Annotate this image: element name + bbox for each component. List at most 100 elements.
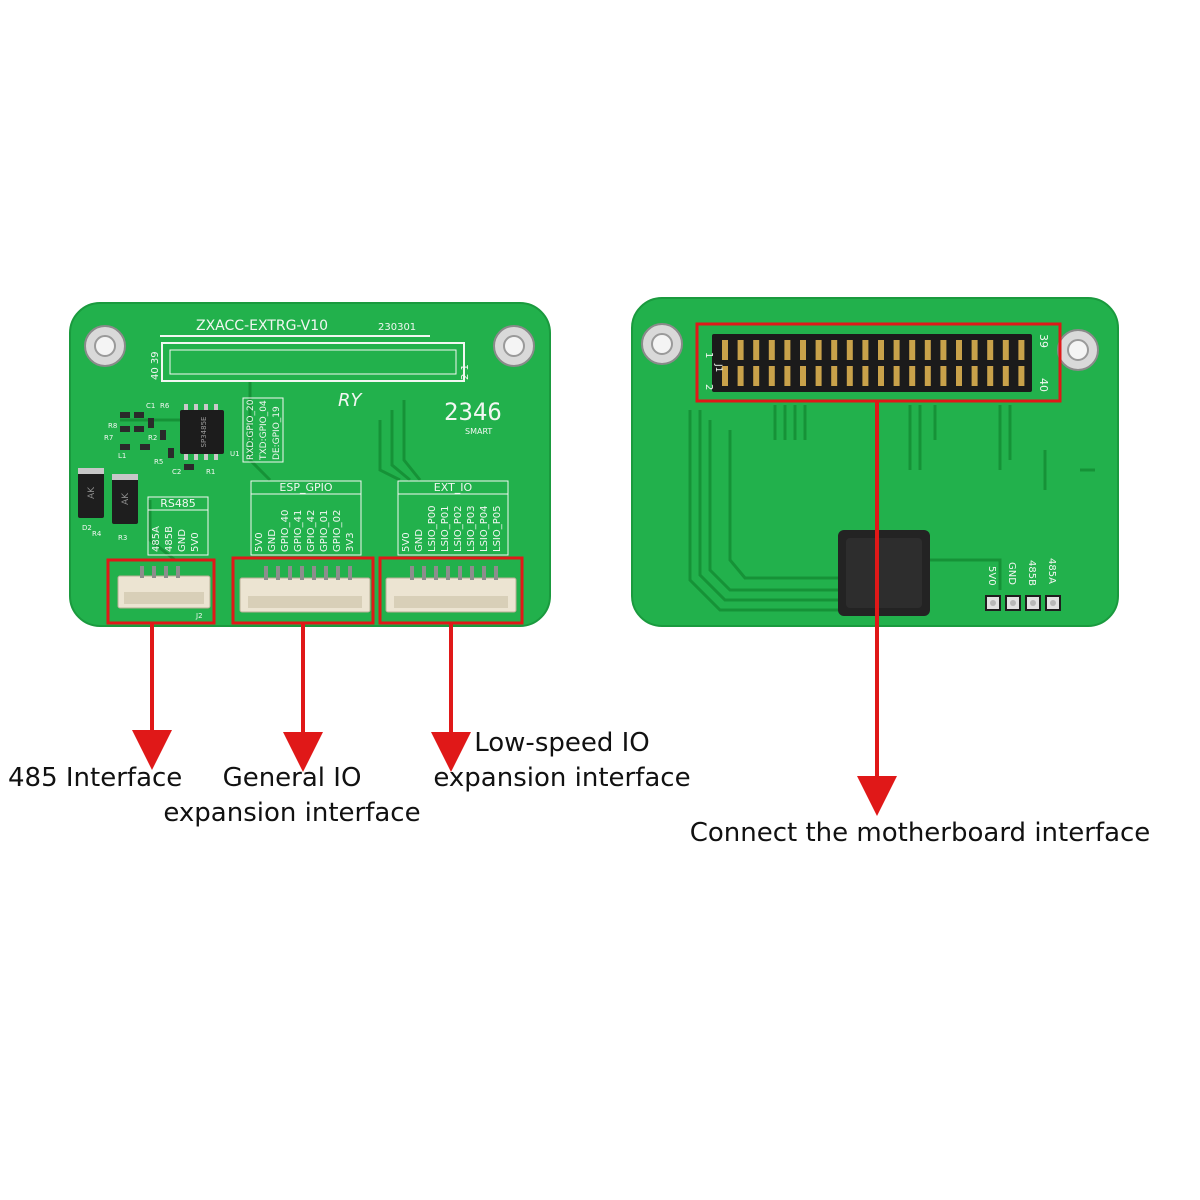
caption-general-io-line1: General IO: [223, 763, 362, 793]
header-pin: [893, 340, 900, 360]
component-refs: C1 R6 R7 R8 R2 L1 R5 R1 C2 U1 D2 R4 R3 J…: [82, 402, 240, 620]
svg-text:485A: 485A: [151, 526, 162, 552]
svg-text:R5: R5: [154, 458, 163, 466]
board-name: ZXACC-EXTRG-V10: [196, 318, 328, 334]
header-pin: [924, 366, 931, 386]
header-pin: [862, 340, 869, 360]
svg-text:5V0: 5V0: [254, 532, 265, 552]
header-pin: [846, 340, 853, 360]
header-pin: [956, 340, 962, 360]
back-black-module: [838, 530, 930, 616]
header-pin: [722, 366, 728, 386]
svg-text:D2: D2: [82, 524, 92, 532]
svg-text:GND: GND: [267, 529, 278, 552]
date-code: 230301: [378, 322, 416, 333]
brand-smart-text: SMART: [465, 427, 492, 436]
header-pin: [909, 340, 916, 360]
back-pads: [985, 595, 1061, 611]
rs485-label-box: RS485 485A 485B GND 5V0: [147, 496, 209, 556]
header-pin: [971, 366, 978, 386]
back-mounting-hole-left: [641, 323, 683, 365]
caption-motherboard-interface: Connect the motherboard interface: [690, 818, 1151, 848]
svg-text:GND: GND: [414, 529, 425, 552]
esp-gpio-label-box: ESP_GPIO 5V0 GND GPIO_40 GPIO_41 GPIO_42…: [250, 480, 362, 556]
diode-right: AK: [112, 474, 138, 524]
diode-left: AK: [78, 468, 104, 518]
svg-text:U1: U1: [230, 450, 240, 458]
svg-text:R1: R1: [206, 468, 215, 476]
svg-text:R7: R7: [104, 434, 113, 442]
header-pin: [893, 366, 900, 386]
header-pin: [753, 340, 760, 360]
svg-text:C2: C2: [172, 468, 181, 476]
ext-io-connector: [385, 566, 517, 613]
rs485-connector: [117, 566, 211, 609]
rs485-highlight-box: [106, 558, 216, 625]
header-pin-1-label: 1: [703, 352, 714, 358]
ry-logo: RY: [338, 390, 364, 411]
header-pin: [1018, 366, 1025, 386]
header-pin: [940, 340, 947, 360]
svg-text:LSIO_P00: LSIO_P00: [427, 506, 438, 553]
svg-text:LSIO_P05: LSIO_P05: [492, 506, 503, 553]
svg-text:GPIO_41: GPIO_41: [293, 510, 304, 552]
svg-text:3V3: 3V3: [345, 532, 356, 552]
pad-label-485a: 485A: [1046, 558, 1057, 584]
esp-gpio-connector: [239, 566, 371, 613]
svg-text:AK: AK: [121, 492, 131, 505]
svg-text:J2: J2: [195, 612, 203, 620]
uart-label-txd: TXD:GPIO_04: [259, 400, 269, 461]
header-pin: [737, 366, 744, 386]
header-pin: [737, 340, 744, 360]
passive-components: [120, 412, 194, 470]
pad-label-5v0: 5V0: [986, 566, 997, 586]
header-label-left: 40 39: [150, 351, 161, 380]
pad-label-gnd: GND: [1006, 562, 1017, 585]
header-pin: [831, 366, 838, 386]
header-pin: [800, 366, 806, 386]
header-pin-2-label: 2: [703, 384, 714, 390]
uart-label-rxd: RXD:GPIO_20: [246, 399, 256, 460]
svg-text:R6: R6: [160, 402, 170, 410]
header-pin: [722, 340, 728, 360]
header-pin-40-label: 40: [1037, 378, 1050, 392]
uart-label-group: RXD:GPIO_20 TXD:GPIO_04 DE:GPIO_19: [242, 397, 284, 463]
ext-io-title: EXT_IO: [434, 481, 473, 494]
rs485-transceiver-chip: SP3485E: [180, 404, 224, 460]
svg-text:GPIO_42: GPIO_42: [306, 510, 317, 552]
header-pin: [846, 366, 853, 386]
ext-io-label-box: EXT_IO 5V0 GND LSIO_P00 LSIO_P01 LSIO_P0…: [397, 480, 509, 556]
header-pin: [909, 366, 916, 386]
brand-number-logo: 2346: [444, 398, 502, 426]
svg-text:5V0: 5V0: [401, 532, 412, 552]
header-pin: [768, 340, 775, 360]
header-pin: [878, 340, 884, 360]
header-pin: [971, 340, 978, 360]
header-ref-label: J1: [713, 363, 723, 372]
caption-485-interface: 485 Interface: [8, 763, 182, 793]
back-traces: [688, 405, 1095, 612]
header-pin-39-label: 39: [1037, 334, 1050, 348]
header-pin: [1018, 340, 1025, 360]
header-pin: [940, 366, 947, 386]
svg-text:GND: GND: [177, 529, 188, 552]
header-pin: [987, 340, 994, 360]
svg-text:L1: L1: [118, 452, 126, 460]
svg-text:485B: 485B: [164, 526, 175, 552]
svg-text:LSIO_P04: LSIO_P04: [479, 506, 490, 553]
svg-text:GPIO_02: GPIO_02: [332, 510, 343, 552]
40-pin-header: [712, 334, 1032, 392]
mounting-hole-left: [84, 325, 126, 367]
header-pin: [753, 366, 760, 386]
header-pin: [1002, 366, 1009, 386]
svg-text:LSIO_P03: LSIO_P03: [466, 506, 477, 553]
svg-text:LSIO_P01: LSIO_P01: [440, 506, 451, 553]
header-footprint-outline: [161, 342, 465, 382]
svg-text:5V0: 5V0: [190, 532, 201, 552]
svg-text:R2: R2: [148, 434, 157, 442]
header-pin: [987, 366, 994, 386]
back-mounting-hole-right: [1057, 329, 1099, 371]
header-pin: [800, 340, 806, 360]
header-pin: [924, 340, 931, 360]
